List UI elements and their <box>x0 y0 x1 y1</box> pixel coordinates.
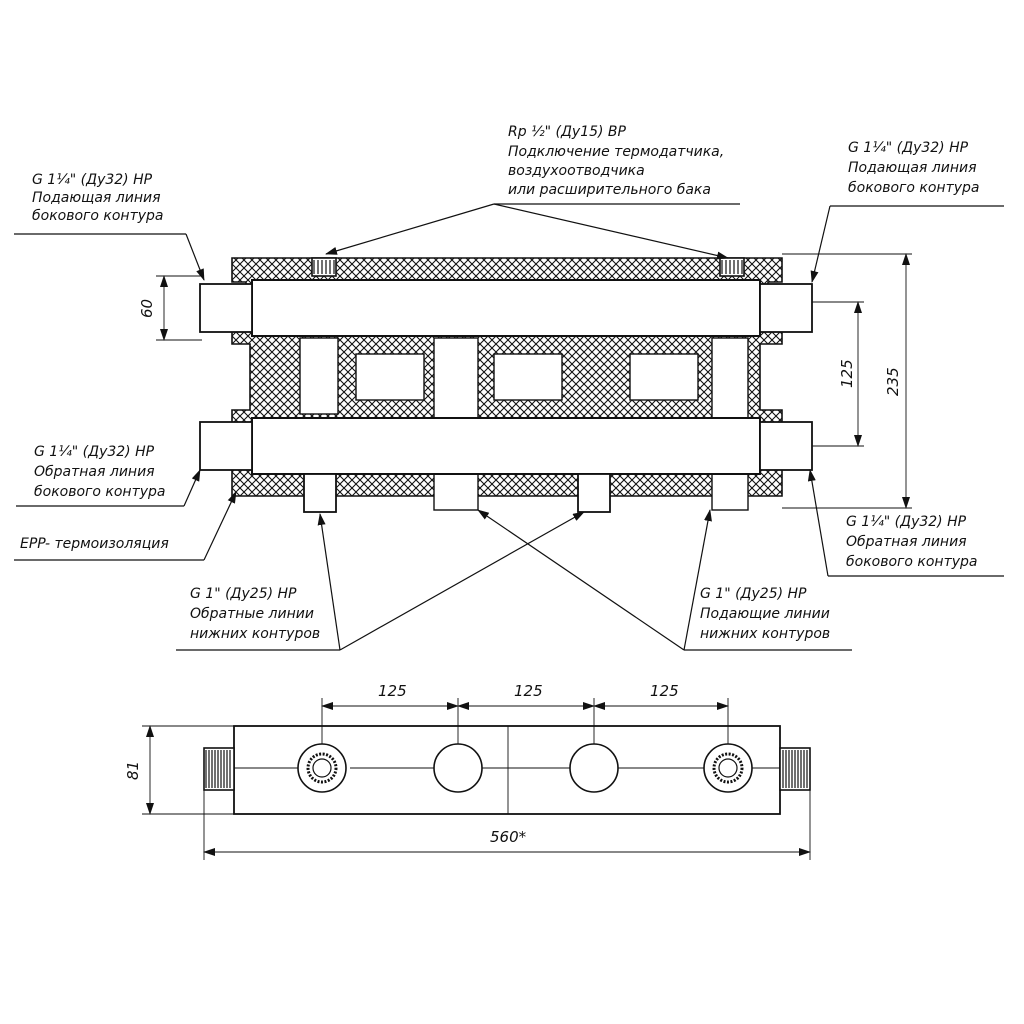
dim-pipe-height: 60 <box>138 299 156 318</box>
callout-mid-left: G 1¼" (Ду32) НР Обратная линия бокового … <box>16 444 201 507</box>
callout-bot-right: G 1¼" (Ду32) НР Обратная линия бокового … <box>807 469 1004 577</box>
callout-text: бокового контура <box>34 484 166 500</box>
callout-text: нижних контуров <box>700 626 830 642</box>
callout-text: нижних контуров <box>190 626 320 642</box>
callout-text: Подающая линия <box>848 160 977 176</box>
callout-bot-center-right: G 1" (Ду25) НР Подающие линии нижних кон… <box>477 509 852 651</box>
callout-text: бокового контура <box>848 180 980 196</box>
callout-text: Подающие линии <box>700 606 830 622</box>
upper-header-pipe <box>251 279 761 337</box>
dim-spacing-1: 125 <box>378 682 407 700</box>
dim-spacing-2: 125 <box>514 682 543 700</box>
callout-text: Обратная линия <box>846 534 967 550</box>
callout-text: или расширительного бака <box>508 182 711 198</box>
callout-text: воздухоотводчика <box>508 163 645 179</box>
top-view-ports <box>297 743 753 793</box>
callout-insulation: EPP- термоизоляция <box>14 491 237 561</box>
callouts: Rp ½" (Ду15) ВР Подключение термодатчика… <box>14 124 1004 651</box>
callout-text: Подающая линия <box>32 190 161 206</box>
callout-text: G 1" (Ду25) НР <box>700 586 807 602</box>
dim-spacing-3: 125 <box>650 682 679 700</box>
callout-text: G 1¼" (Ду32) НР <box>846 514 967 530</box>
callout-text: Подключение термодатчика, <box>508 144 724 160</box>
callout-text: G 1¼" (Ду32) НР <box>34 444 155 460</box>
callout-text: Обратная линия <box>34 464 155 480</box>
end-threads <box>203 747 811 791</box>
dim-total-height: 235 <box>884 367 902 396</box>
top-sockets <box>311 257 745 277</box>
callout-text: бокового контура <box>846 554 978 570</box>
callout-text: Rp ½" (Ду15) ВР <box>508 124 627 140</box>
callout-text: G 1¼" (Ду32) НР <box>32 172 153 188</box>
side-nozzles <box>199 283 813 471</box>
bottom-nozzles <box>303 473 611 513</box>
callout-top-left: G 1¼" (Ду32) НР Подающая линия бокового … <box>14 172 205 281</box>
front-view <box>199 257 813 513</box>
callout-text: EPP- термоизоляция <box>20 536 169 552</box>
callout-text: бокового контура <box>32 208 164 224</box>
callout-bot-center-left: G 1" (Ду25) НР Обратные линии нижних кон… <box>176 511 585 651</box>
dim-length: 560* <box>490 828 527 846</box>
callout-text: G 1¼" (Ду32) НР <box>848 140 969 156</box>
top-dimensions: 125 125 125 81 560* <box>124 682 811 860</box>
dim-depth: 81 <box>124 761 142 780</box>
callout-top-right: G 1¼" (Ду32) НР Подающая линия бокового … <box>810 140 1004 283</box>
lower-header-pipe <box>251 417 761 475</box>
front-dimensions: 60 125 235 <box>138 253 912 509</box>
callout-text: G 1" (Ду25) НР <box>190 586 297 602</box>
callout-text: Обратные линии <box>190 606 314 622</box>
insulation-windows <box>355 353 699 401</box>
top-view <box>203 725 811 815</box>
dim-axis-distance: 125 <box>838 359 856 388</box>
callout-top-center: Rp ½" (Ду15) ВР Подключение термодатчика… <box>325 124 740 260</box>
